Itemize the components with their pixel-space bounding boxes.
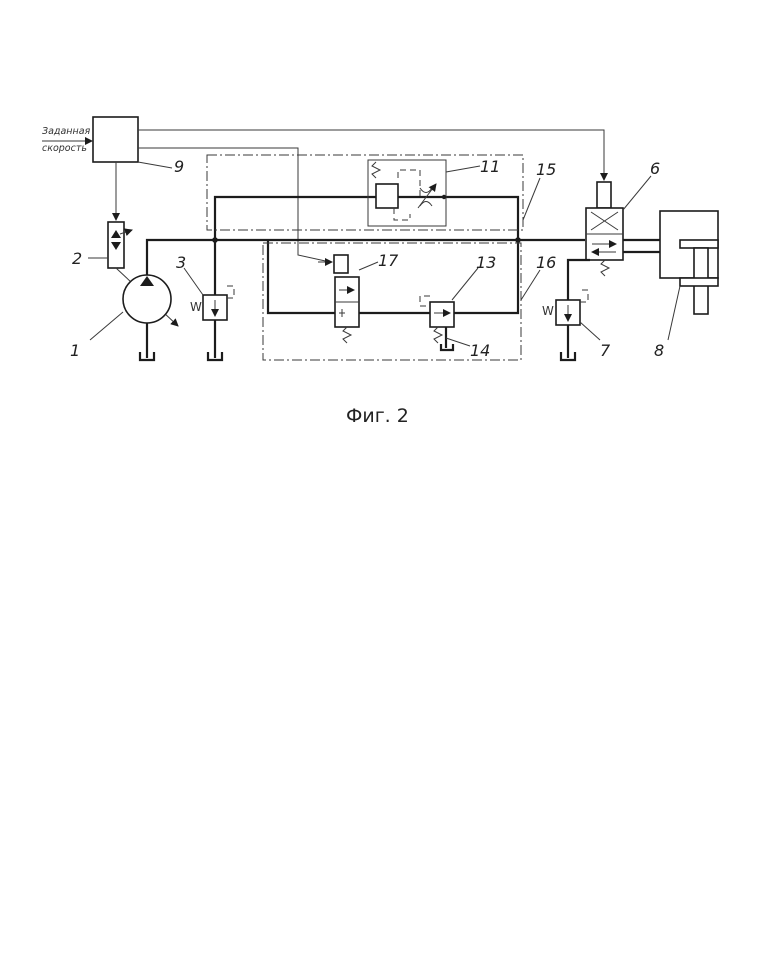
flow-regulator-11-pilot-2 [394, 208, 410, 220]
upper-branch-return [398, 197, 518, 240]
label-11: 11 [480, 157, 500, 176]
control-unit-15-boundary [207, 155, 523, 230]
valve-3-pilot [227, 286, 234, 298]
figure-caption: Фиг. 2 [346, 405, 409, 427]
flow-regulator-11-spring [372, 162, 380, 178]
leader-15 [523, 178, 540, 220]
valve-13-pilot [420, 296, 430, 306]
label-16: 16 [536, 253, 556, 272]
label-6: 6 [650, 159, 660, 178]
label-13: 13 [476, 253, 496, 272]
label-7: 7 [600, 341, 611, 360]
pressure-valve-13 [430, 302, 454, 327]
solenoid-17 [334, 255, 348, 273]
leader-13 [452, 268, 478, 300]
label-1: 1 [70, 341, 80, 360]
valve-17-spring [343, 327, 351, 343]
label-15: 15 [536, 160, 556, 179]
lower-branch-line [268, 240, 335, 313]
solenoid-6 [597, 182, 611, 208]
valve-7-pilot [580, 290, 588, 302]
flow-regulator-11-pilot [398, 170, 420, 196]
throttle-11-node [442, 195, 446, 199]
leader-9 [138, 162, 172, 168]
upper-branch-line [215, 197, 376, 240]
label-2: 2 [72, 249, 82, 268]
flow-regulator-11-valve [376, 184, 398, 208]
pressure-line [147, 240, 585, 275]
label-17: 17 [378, 251, 399, 270]
input-label-line2: скорость [42, 143, 87, 154]
leader-17 [359, 262, 378, 270]
input-label-line1: Заданная [42, 126, 91, 137]
cylinder-8-gland [680, 278, 718, 286]
cylinder-8-piston [680, 240, 718, 248]
label-14: 14 [470, 341, 490, 360]
label-3: 3 [176, 253, 186, 272]
leader-14 [446, 338, 470, 346]
leader-3 [184, 268, 203, 295]
leader-7 [580, 322, 600, 340]
valve-3-spring: W [190, 300, 202, 314]
label-8: 8 [654, 341, 664, 360]
label-9: 9 [174, 157, 184, 176]
signal-line-to-valve-17 [138, 148, 330, 262]
leader-8 [668, 286, 680, 340]
valve-7-spring: W [542, 304, 554, 318]
lower-branch-return [452, 240, 518, 313]
leader-11 [446, 166, 480, 172]
controller-block-9 [93, 117, 138, 162]
valve-6-spring [601, 260, 609, 276]
valve-13-spring [434, 327, 442, 343]
leader-1 [90, 312, 123, 340]
leader-6 [623, 176, 651, 210]
valve-7-feed [568, 260, 590, 300]
leader-16 [521, 270, 540, 300]
